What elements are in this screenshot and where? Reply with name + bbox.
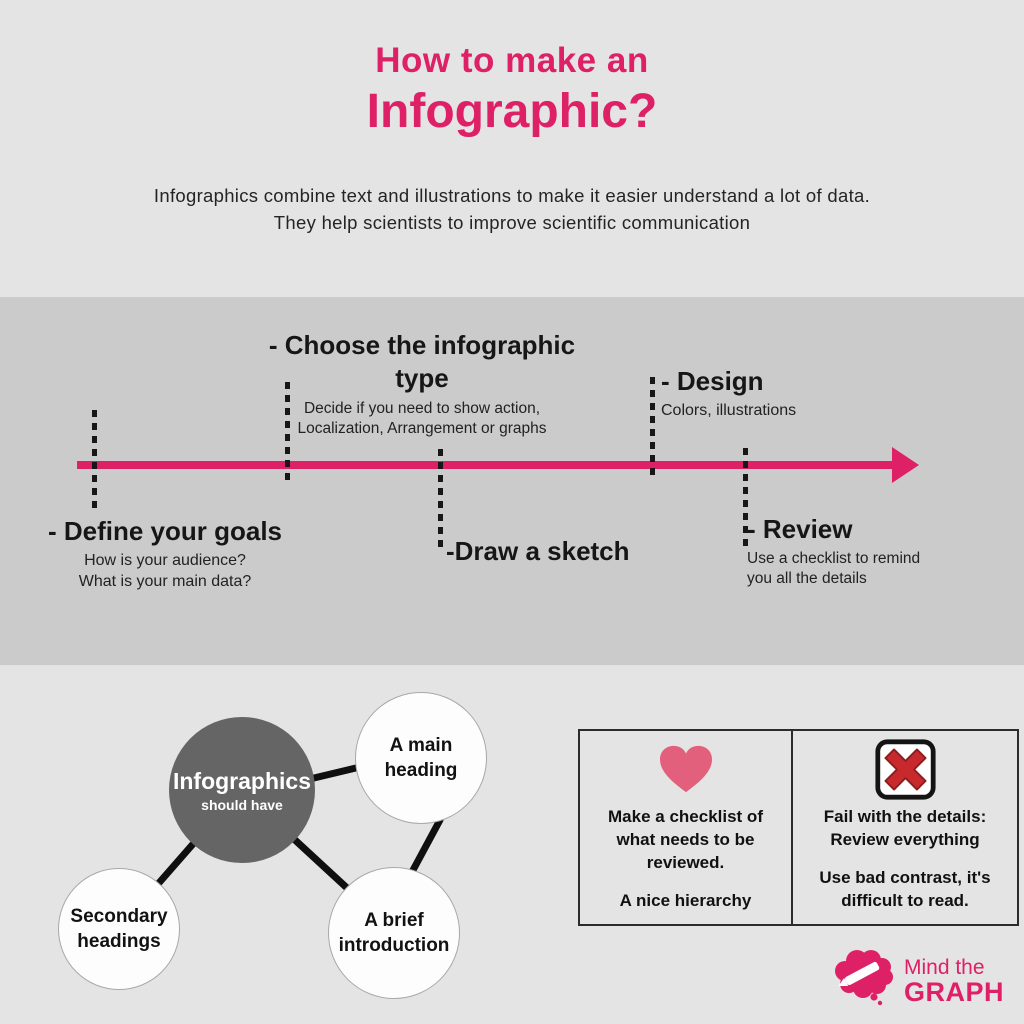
milestone-choose-type: - Choose the infographic type Decide if …	[262, 329, 582, 439]
do-cell: Make a checklist of what needs to be rev…	[580, 731, 793, 924]
dont-text-2: Use bad contrast, it's difficult to read…	[819, 868, 991, 911]
milestone-title: - Define your goals	[47, 516, 283, 546]
timeline-tick-design	[650, 377, 655, 480]
mindmap-connectors	[154, 763, 444, 892]
page-subtitle: Infographics combine text and illustrati…	[153, 185, 871, 233]
do-text-1: Make a checklist of what needs to be rev…	[608, 807, 763, 873]
milestone-title: - Review	[747, 514, 853, 544]
dont-text-1: Fail with the details: Review everything	[823, 807, 987, 850]
heart-icon	[659, 745, 712, 793]
timeline-tick-define-goals	[92, 410, 97, 514]
mindmap-node-brief-introduction: A brief introduction	[328, 867, 460, 999]
timeline-tick-choose-type	[285, 382, 290, 483]
mindmap-node-secondary-headings: Secondary headings	[58, 868, 180, 990]
page-title-line2: Infographic?	[366, 85, 658, 138]
timeline-arrow-line	[77, 461, 895, 469]
logo-line2: GRAPH	[904, 977, 1005, 1007]
mind-the-graph-logo: Mind the GRAPH	[833, 948, 1004, 1006]
page-title-line1: How to make an	[375, 41, 649, 80]
do-text-2: A nice hierarchy	[619, 891, 752, 911]
milestone-desc: Decide if you need to show action, Local…	[297, 399, 547, 437]
milestone-draw-sketch: -Draw a sketch	[446, 535, 630, 568]
milestone-design: - Design Colors, illustrations	[661, 365, 796, 422]
mindmap-center-node: Infographics should have	[169, 717, 315, 863]
milestone-review: - Review Use a checklist to remind you a…	[747, 513, 920, 590]
milestone-title: - Design	[661, 366, 764, 396]
milestone-title: - Choose the infographic type	[268, 330, 576, 394]
milestone-title: -Draw a sketch	[446, 536, 630, 566]
milestone-define-goals: - Define your goals How is your audience…	[40, 515, 290, 593]
mindmap-center-title: Infographics	[172, 767, 311, 794]
logo-line1: Mind the	[904, 956, 985, 979]
milestone-desc: Colors, illustrations	[661, 402, 797, 420]
timeline-band	[0, 297, 1024, 665]
milestone-desc: Use a checklist to remind you all the de…	[747, 550, 921, 588]
logo-text: Mind the GRAPH	[904, 956, 1004, 1006]
brain-pencil-icon	[835, 950, 893, 1006]
timeline-tick-review	[743, 448, 748, 551]
mindmap-center-subtitle: should have	[201, 796, 283, 813]
mindmap-node-main-heading: A main heading	[355, 692, 487, 824]
milestone-desc: How is your audience? What is your main …	[78, 552, 252, 591]
dont-cell: Fail with the details: Review everything…	[793, 731, 1017, 924]
do-icon-wrap	[580, 733, 791, 805]
timeline-arrowhead-icon	[892, 447, 919, 483]
dont-icon-wrap	[793, 733, 1017, 805]
dos-donts-box: Make a checklist of what needs to be rev…	[578, 729, 1019, 926]
cross-icon	[874, 738, 936, 800]
timeline-tick-draw-sketch	[438, 449, 443, 553]
